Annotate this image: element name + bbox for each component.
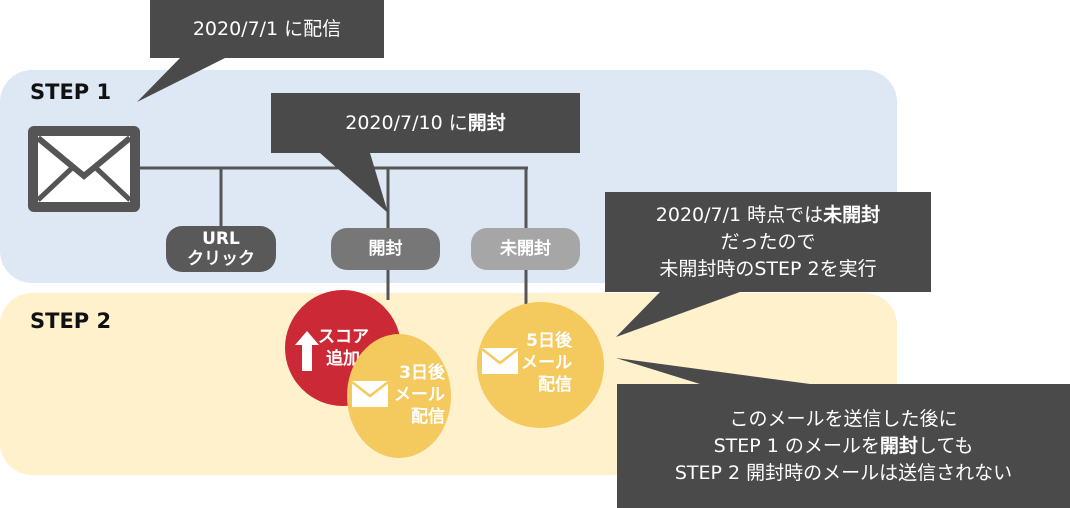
mail-3days-text: 3日後 メール 配信 [380, 362, 445, 428]
callout-note-line2: STEP 1 のメールを [713, 434, 880, 457]
callout-opened-bold: 開封 [467, 111, 506, 134]
score-line1: スコア [318, 327, 369, 347]
callout-unopened-bold: 未開封 [823, 203, 881, 226]
mail5-line1: 5日後 [526, 331, 572, 351]
mail-5days-text: 5日後 メール 配信 [510, 330, 572, 396]
branch-unopened: 未開封 [471, 228, 580, 270]
callout-unopened-line3: 未開封時のSTEP 2を実行 [659, 257, 877, 280]
callout-note-line3: STEP 2 開封時のメールは送信されない [674, 461, 1013, 484]
callout-note: このメールを送信した後に STEP 1 のメールを開封しても STEP 2 開封… [617, 384, 1070, 508]
mail5-line2: メール [521, 353, 572, 373]
callout-sent-text: 2020/7/1 に配信 [192, 17, 342, 40]
score-add-text: スコア 追加 [318, 326, 370, 370]
branch-url-line2: クリック [187, 249, 255, 269]
step1-label: STEP 1 [30, 80, 112, 104]
score-line2: 追加 [326, 349, 360, 369]
mail3-line2: メール [394, 385, 445, 405]
callout-sent: 2020/7/1 に配信 [150, 0, 384, 58]
branch-opened: 開封 [331, 228, 440, 270]
step2-label: STEP 2 [30, 309, 112, 333]
callout-unopened-line1: 2020/7/1 時点では [655, 203, 824, 226]
callout-opened: 2020/7/10 に開封 [271, 93, 580, 153]
callout-unopened-line2: だったので [720, 230, 816, 253]
callout-note-bold: 開封 [879, 434, 918, 457]
branch-url-click: URL クリック [166, 226, 276, 272]
mail5-line3: 配信 [538, 375, 572, 395]
branch-opened-label: 開封 [368, 239, 403, 259]
mail3-line1: 3日後 [399, 363, 445, 383]
branch-unopened-label: 未開封 [500, 239, 551, 259]
branch-url-line1: URL [202, 229, 240, 249]
envelope-icon [28, 126, 140, 212]
callout-opened-text: 2020/7/10 に [345, 111, 468, 134]
callout-note-line2-post: しても [917, 434, 974, 457]
callout-note-line1: このメールを送信した後に [729, 407, 958, 430]
callout-unopened: 2020/7/1 時点では未開封 だったので 未開封時のSTEP 2を実行 [605, 192, 931, 292]
mail3-line3: 配信 [411, 407, 445, 427]
